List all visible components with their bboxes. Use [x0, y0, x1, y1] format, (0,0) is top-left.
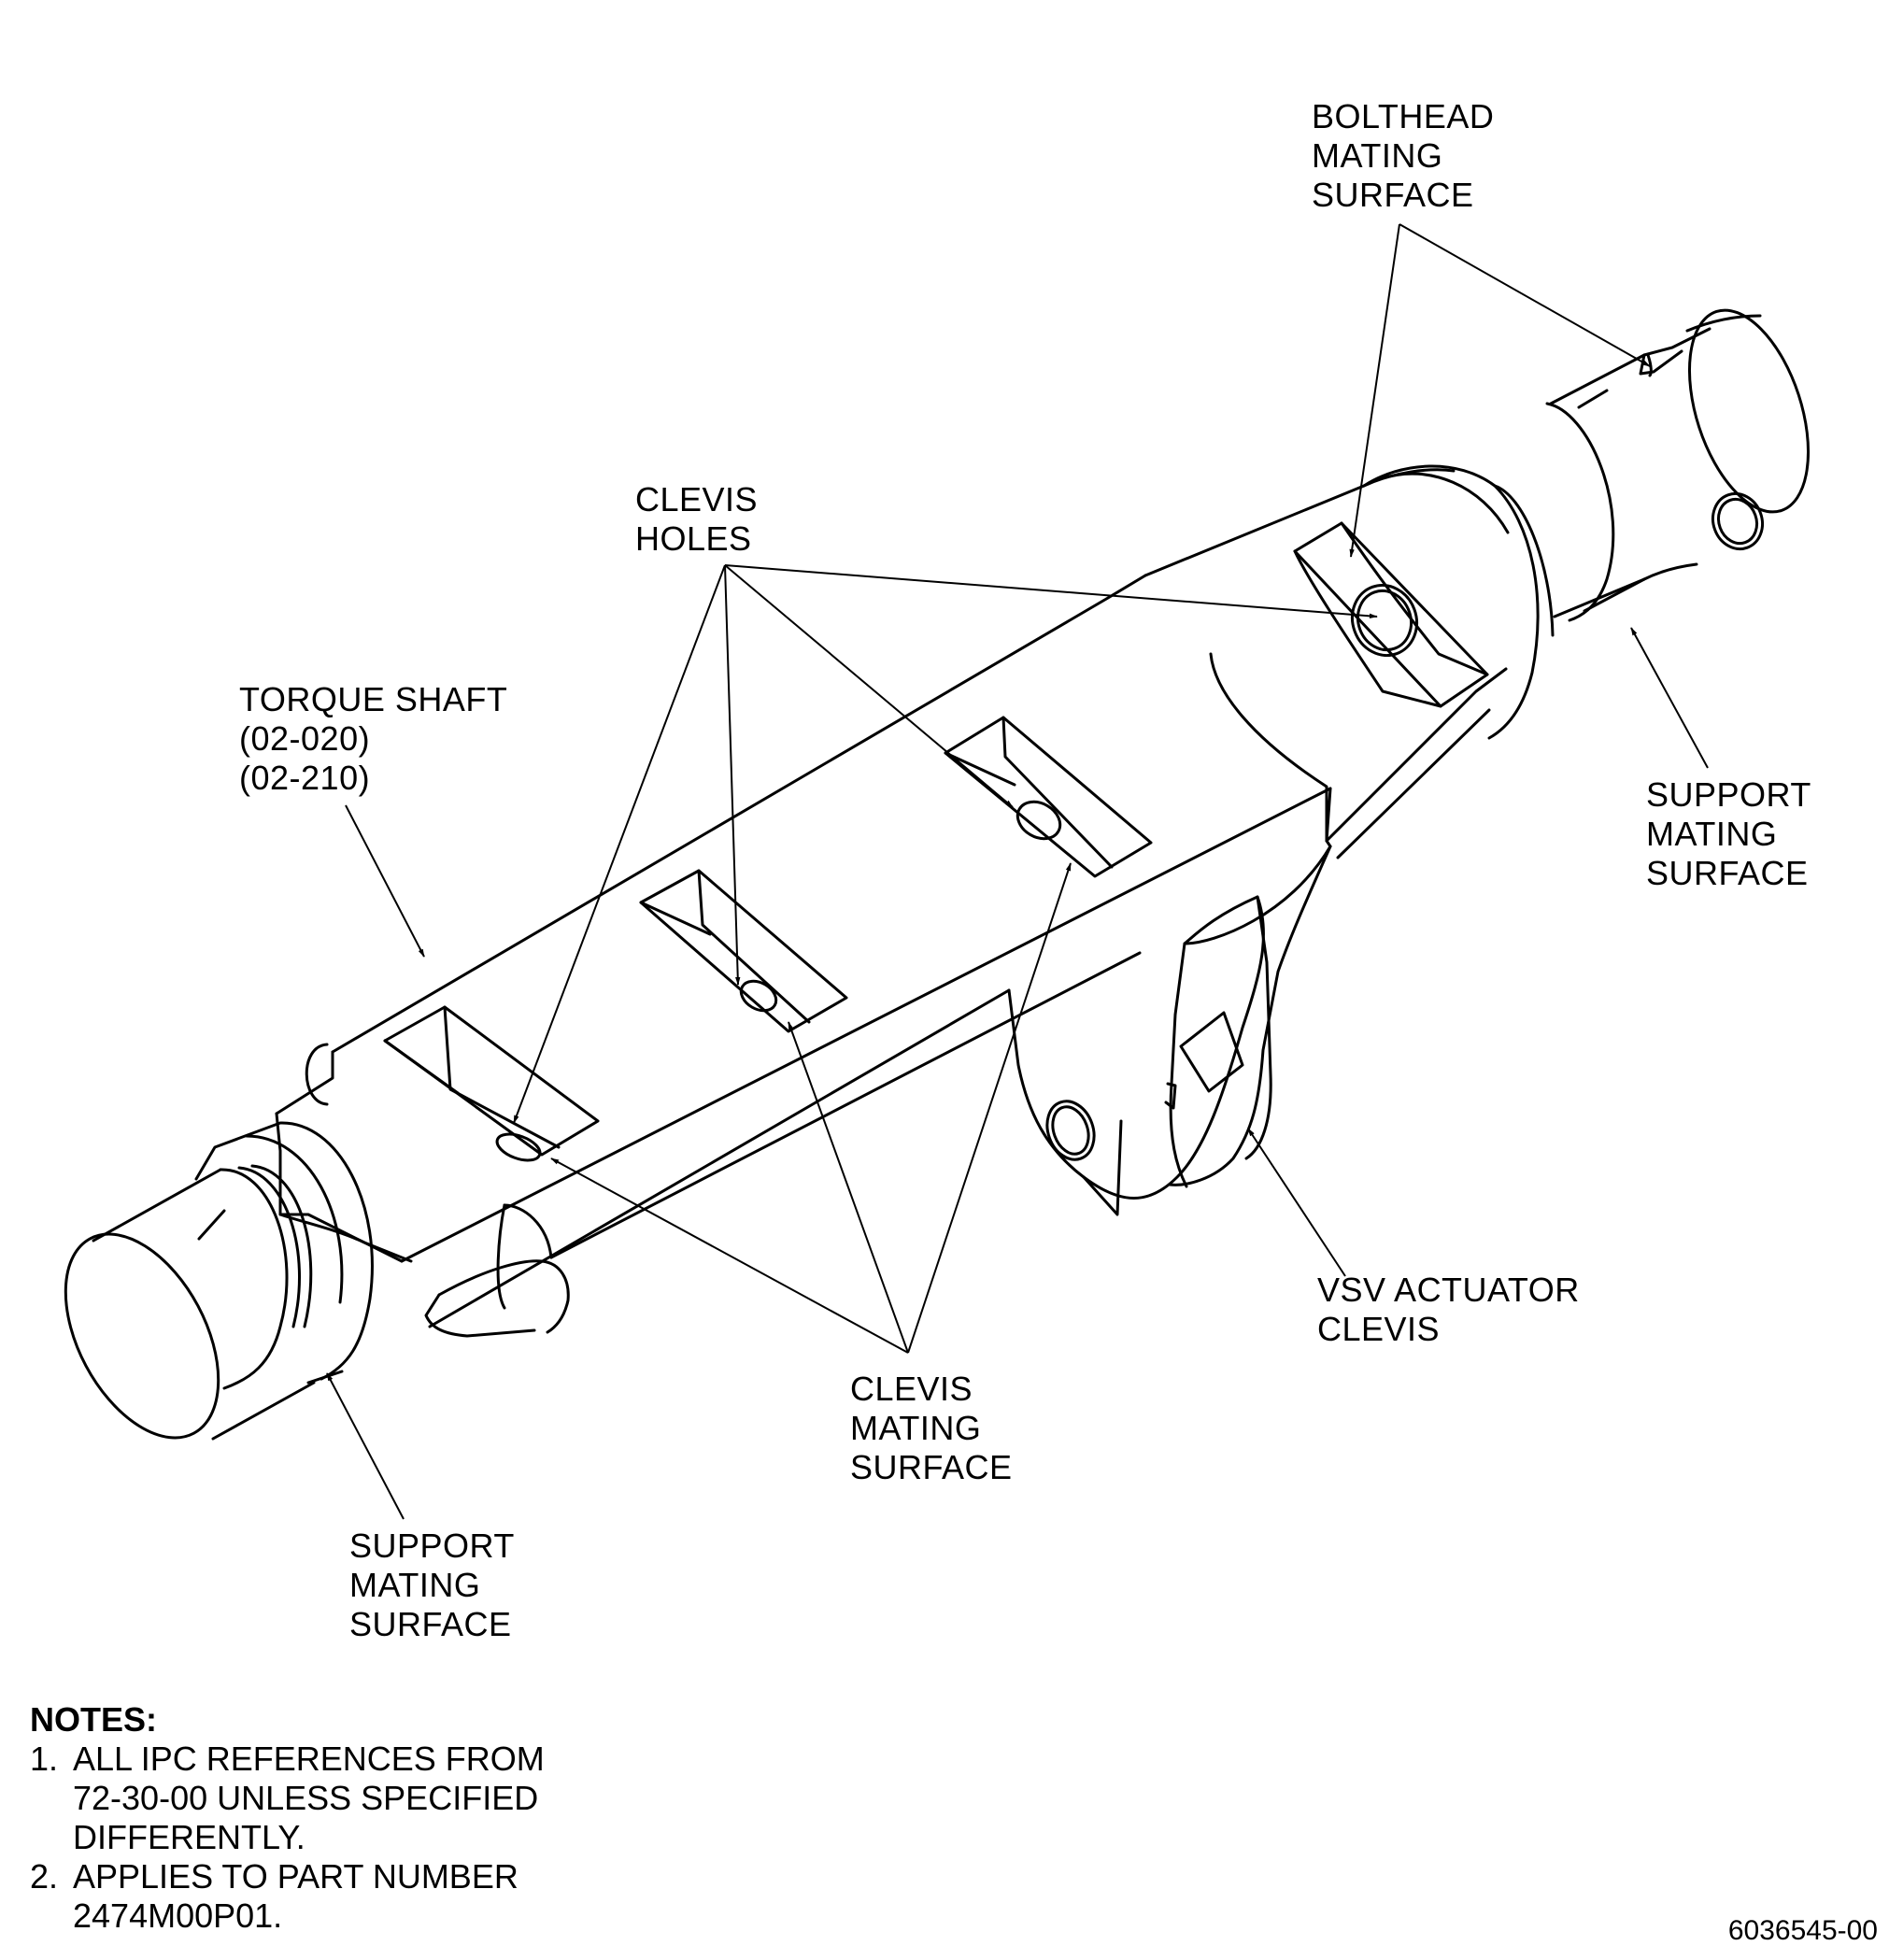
slot-middle [639, 869, 848, 1033]
figure-number: 6036545-00 [1727, 1915, 1878, 1946]
vsv-actuator-clevis-label: VSV ACTUATOR CLEVIS [1317, 1271, 1580, 1348]
right-end-collar [1143, 464, 1555, 740]
leader-lines [326, 223, 1709, 1520]
leader-clevis-holes-4 [513, 564, 726, 1124]
shaft-body [275, 574, 1332, 1338]
support-mating-surface-right-label: SUPPORT MATING SURFACE [1646, 775, 1811, 892]
notes-block: NOTES: 1. ALL IPC REFERENCES FROM 72-30-… [30, 1700, 545, 1936]
leader-clevis-mating-2 [788, 1021, 909, 1354]
slot-right [944, 716, 1153, 878]
clevis-mating-surface-label: CLEVIS MATING SURFACE [850, 1370, 1013, 1486]
torque-shaft-label: TORQUE SHAFT (02-020) (02-210) [239, 680, 508, 797]
note-item: 1. ALL IPC REFERENCES FROM 72-30-00 UNLE… [30, 1740, 545, 1856]
leader-clevis-mating-3 [550, 1158, 909, 1354]
leader-support-left [326, 1372, 405, 1520]
vsv-actuator-clevis [1007, 652, 1508, 1216]
clevis-holes-label: CLEVIS HOLES [635, 480, 759, 558]
leader-vsv [1247, 1128, 1346, 1277]
notes-title: NOTES: [30, 1700, 158, 1739]
leader-clevis-holes-1 [724, 564, 1378, 619]
leader-torque-shaft [345, 804, 425, 958]
bolthead-mating-surface-label: BOLTHEAD MATING SURFACE [1312, 97, 1495, 214]
note-item: 2. APPLIES TO PART NUMBER 2474M00P01. [30, 1857, 518, 1935]
leader-clevis-holes-2 [724, 564, 1014, 808]
slot-left [383, 1005, 600, 1162]
leader-support-right [1630, 627, 1709, 769]
leader-bolthead-1 [1349, 223, 1400, 558]
leader-clevis-holes-3 [724, 564, 741, 986]
leader-clevis-mating-1 [907, 862, 1072, 1354]
support-mating-surface-left-label: SUPPORT MATING SURFACE [349, 1527, 515, 1643]
left-end-cylinder [64, 1121, 374, 1441]
right-end-cylinder [1545, 308, 1811, 622]
leader-bolthead-2 [1399, 223, 1651, 367]
